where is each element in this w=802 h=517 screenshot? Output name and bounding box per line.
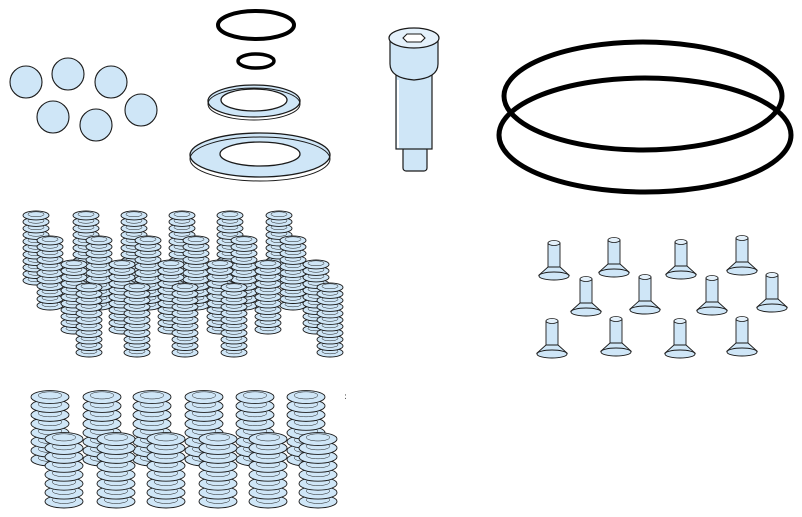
washer-group (189, 84, 331, 182)
washer-icon (207, 84, 301, 121)
small-spring-group (22, 210, 344, 358)
flat-head-screw-icon (663, 318, 697, 359)
shoulder-bolt-icon (388, 27, 440, 172)
flat-head-screw-icon (537, 240, 571, 281)
coil-spring-icon (220, 282, 248, 358)
coil-spring-icon (171, 282, 199, 358)
coil-spring-icon (44, 432, 84, 509)
flat-head-screw-icon (535, 318, 569, 359)
ball-icon (51, 57, 85, 91)
o-ring-icon (236, 52, 276, 70)
flat-head-screw-icon (569, 276, 603, 317)
ball-icon (79, 108, 113, 142)
ball-icon (94, 65, 128, 99)
coil-spring-icon (248, 432, 288, 509)
o-ring-icon (216, 9, 296, 41)
ball-icon (36, 100, 70, 134)
flat-head-screw-icon (628, 274, 662, 315)
flat-head-screw-icon (725, 235, 759, 276)
coil-spring-icon (123, 282, 151, 358)
flat-head-screw-icon (695, 275, 729, 316)
coil-spring-icon (206, 259, 234, 335)
o-ring-icon (501, 39, 785, 153)
flat-head-screw-icon (725, 316, 759, 357)
washer-icon (189, 132, 331, 182)
coil-spring-icon (254, 259, 282, 335)
flat-head-screw-group (535, 235, 789, 359)
ball-icon (9, 65, 43, 99)
coil-spring-icon (146, 432, 186, 509)
flat-head-screw-icon (597, 237, 631, 278)
coil-spring-icon (96, 432, 136, 509)
flat-head-screw-icon (755, 272, 789, 313)
flat-head-screw-icon (664, 239, 698, 280)
coil-spring-icon (198, 432, 238, 509)
coil-spring-icon (75, 282, 103, 358)
stray-mark: : (344, 392, 348, 402)
flat-head-screw-icon (599, 316, 633, 357)
o-ring-icon (496, 75, 794, 195)
coil-spring-icon (279, 235, 307, 311)
large-spring-group (30, 390, 338, 509)
coil-spring-icon (316, 282, 344, 358)
ball-group (9, 57, 158, 142)
coil-spring-icon (298, 432, 338, 509)
coil-spring-icon (36, 235, 64, 311)
ball-icon (124, 93, 158, 127)
large-o-ring-group (496, 39, 794, 195)
small-o-ring-group (216, 9, 296, 70)
